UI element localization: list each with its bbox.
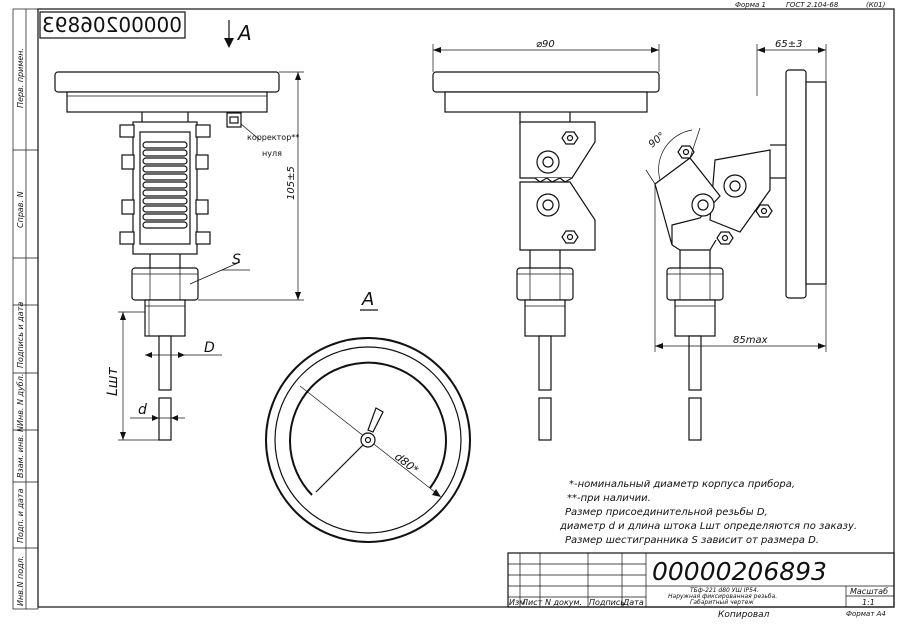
side-sprav: Справ. N (16, 191, 25, 228)
dim-65-group: 65±3 (756, 39, 827, 96)
dial-view: A d80* (265, 289, 471, 543)
tb-col-list: Лист (521, 598, 543, 607)
tb-desc-2: Наружная фиксированная резьба. (668, 593, 777, 600)
dim-Lsht: Lшт (105, 366, 121, 396)
view-marker: A (236, 21, 252, 45)
dim-105: 105±5 (286, 166, 297, 200)
tilted-view: 90° (645, 69, 827, 441)
dim-d: d (138, 402, 147, 418)
side-podp-data-2: Подп. и дата (16, 488, 25, 543)
tb-scale-label: Масштаб (850, 587, 888, 596)
note-3: Размер присоединительной резьбы D, (565, 506, 768, 518)
tb-company: Копировал (718, 610, 770, 620)
header-code: (К01) (866, 1, 886, 9)
tb-scale-value: 1:1 (862, 598, 875, 607)
dim-85-group: 85max (654, 184, 827, 352)
side-columns: Перв. примен. Справ. N Подпись и дата Ин… (12, 8, 39, 610)
note-2: **-при наличии. (567, 493, 651, 504)
doc-number-top: 00000206893 (42, 13, 182, 37)
tb-col-data: Дата (622, 598, 644, 607)
dim-65: 65±3 (775, 39, 802, 50)
dim-85: 85max (733, 335, 768, 346)
tb-desc-1: ТБф-221 d80 УШ IP54. (690, 587, 759, 594)
spring-coils (142, 141, 188, 229)
title-block: Изм Лист N докум. Подпись Дата 000002068… (507, 552, 895, 620)
dim-angle: 90° (647, 130, 668, 150)
note-1: *-номинальный диаметр корпуса прибора, (569, 478, 795, 490)
header-forma: Форма 1 (735, 1, 766, 9)
callout-zero: нуля (262, 149, 282, 158)
notes-block: *-номинальный диаметр корпуса прибора, *… (559, 478, 857, 546)
side-inv-dubl: Инв. N дубл. (16, 374, 25, 426)
tb-desc-3: Габаритный чертеж (690, 599, 754, 606)
side-podp-data-1: Подпись и дата (16, 302, 25, 368)
tb-col-doc: N докум. (545, 598, 582, 607)
dim-D: D (204, 340, 215, 356)
doc-number-stamp (39, 11, 186, 39)
view-label-a: A (361, 289, 374, 310)
front-view: корректор** нуля (54, 71, 299, 441)
dim-d80: d80* (392, 450, 421, 477)
side-view (432, 71, 660, 441)
dim-90-group: ⌀90 (432, 39, 660, 72)
side-inv-podl: Инв.N подл. (16, 556, 25, 606)
side-vzam-inv: Взам. инв. N (16, 426, 25, 478)
dim-S: S (232, 252, 241, 268)
front-dimensions: 105±5 Lшт D d (105, 71, 304, 441)
tb-format: Формат А4 (846, 610, 886, 618)
dim-90: ⌀90 (536, 39, 555, 50)
tb-col-podp: Подпись (589, 598, 625, 607)
note-5: Размер шестигранника S зависит от размер… (565, 535, 819, 546)
side-perv-primen: Перв. примен. (16, 48, 25, 108)
note-4: диаметр d и длина штока Lшт определяются… (559, 521, 857, 532)
tb-col-izm: Изм (509, 598, 525, 607)
view-arrow-a: A (224, 20, 252, 48)
callout-corrector: корректор** (247, 133, 299, 142)
tb-doc-number: 00000206893 (652, 557, 827, 586)
header-gost: ГОСТ 2.104-68 (786, 1, 839, 9)
